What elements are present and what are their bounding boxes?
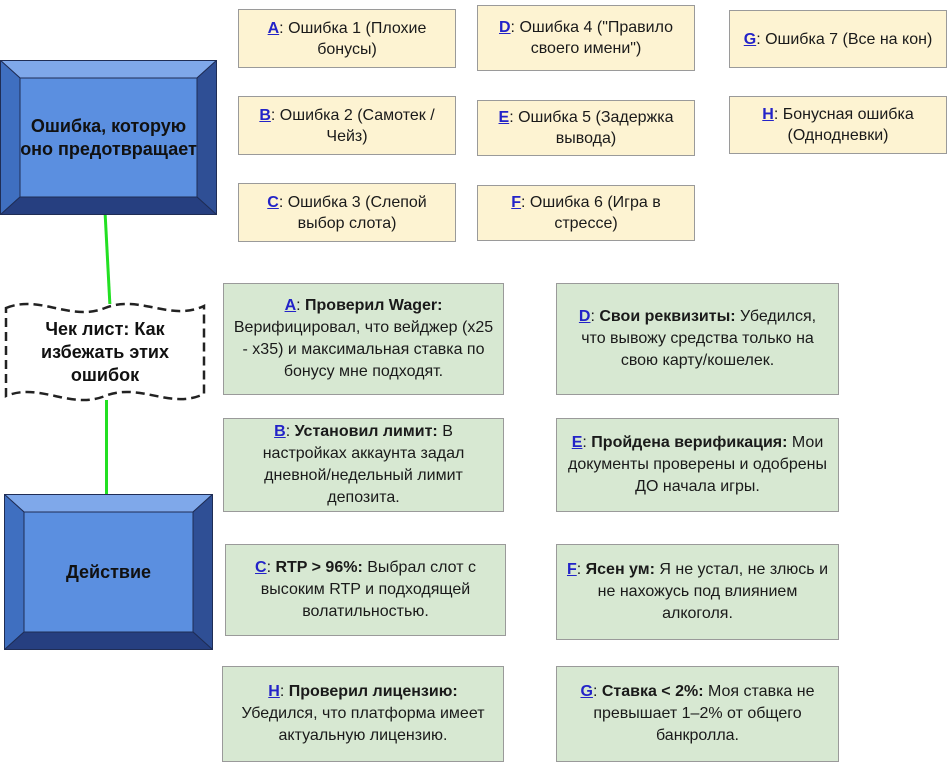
mistake-text: Ошибка 4 ("Правило своего имени") bbox=[519, 19, 674, 57]
action-legend-box: Действие bbox=[2, 492, 215, 652]
bevel-frame-icon bbox=[0, 58, 219, 217]
check-letter: C bbox=[255, 559, 267, 576]
mistake-box-g: G: Ошибка 7 (Все на кон) bbox=[729, 10, 947, 68]
mistake-box-f: F: Ошибка 6 (Игра в стрессе) bbox=[477, 185, 695, 241]
mistake-box-d: D: Ошибка 4 ("Правило своего имени") bbox=[477, 5, 695, 71]
mistake-box-a: A: Ошибка 1 (Плохие бонусы) bbox=[238, 9, 456, 68]
mistake-letter: A bbox=[267, 19, 280, 37]
mistake-box-e: E: Ошибка 5 (Задержка вывода) bbox=[477, 100, 695, 156]
mistake-text: Бонусная ошибка (Однодневки) bbox=[782, 106, 914, 144]
mistake-box-h: H: Бонусная ошибка (Однодневки) bbox=[729, 96, 947, 154]
check-box-d: D: Свои реквизиты: Убедился, что вывожу … bbox=[556, 283, 839, 395]
check-text: Выбрал слот с высоким RTP и подходящей в… bbox=[260, 559, 476, 620]
action-legend-label: Действие bbox=[65, 561, 152, 582]
check-letter: G bbox=[580, 683, 593, 700]
check-title: Свои реквизиты: bbox=[599, 308, 736, 325]
check-text: В настройках аккаунта задал дневной/неде… bbox=[262, 423, 465, 506]
mistake-legend-box: Ошибка, которую оно предотвращает bbox=[0, 58, 219, 217]
checklist-label: Чек лист: Как избежать этих ошибок bbox=[41, 318, 169, 385]
mistake-letter: F bbox=[511, 194, 522, 211]
mistake-box-b: B: Ошибка 2 (Самотек / Чейз) bbox=[238, 96, 456, 155]
check-title: Ставка < 2%: bbox=[601, 683, 704, 700]
check-text: Убедился, что вывожу средства только на … bbox=[581, 308, 817, 369]
mistake-letter: E bbox=[498, 109, 510, 126]
mistake-text: Ошибка 6 (Игра в стрессе) bbox=[529, 194, 661, 232]
check-box-h: H: Проверил лицензию: Убедился, что плат… bbox=[222, 666, 504, 762]
check-title: RTP > 96%: bbox=[275, 559, 363, 576]
connector-line-bottom bbox=[105, 400, 108, 496]
bevel-frame-icon bbox=[2, 492, 215, 652]
mistake-text: Ошибка 1 (Плохие бонусы) bbox=[288, 19, 427, 58]
mistake-text: Ошибка 3 (Слепой выбор слота) bbox=[287, 193, 427, 232]
wavy-banner-icon bbox=[4, 302, 206, 402]
mistake-letter: C bbox=[267, 193, 279, 211]
check-letter: D bbox=[578, 308, 591, 325]
check-title: Ясен ум: bbox=[585, 561, 655, 578]
check-title: Проверил Wager: bbox=[305, 297, 443, 314]
check-box-c: C: RTP > 96%: Выбрал слот с высоким RTP … bbox=[225, 544, 506, 636]
check-text: Я не устал, не злюсь и не нахожусь под в… bbox=[597, 561, 829, 622]
check-letter: A bbox=[284, 297, 297, 314]
check-text: Мои документы проверены и одобрены ДО на… bbox=[568, 434, 827, 495]
check-title: Установил лимит: bbox=[294, 423, 438, 440]
check-letter: H bbox=[268, 683, 280, 700]
check-text: Убедился, что платформа имеет актуальную… bbox=[241, 705, 485, 744]
check-box-f: F: Ясен ум: Я не устал, не злюсь и не на… bbox=[556, 544, 839, 640]
connector-line-top bbox=[103, 214, 112, 304]
check-box-b: B: Установил лимит: В настройках аккаунт… bbox=[223, 418, 504, 512]
mistake-text: Ошибка 5 (Задержка вывода) bbox=[518, 109, 674, 147]
mistake-letter: D bbox=[498, 19, 511, 36]
mistake-letter: B bbox=[259, 106, 271, 124]
mistake-text: Ошибка 2 (Самотек / Чейз) bbox=[279, 106, 435, 145]
mistake-letter: H bbox=[762, 106, 774, 123]
check-text: Верифицировал, что вейджер (x25 - x35) и… bbox=[233, 319, 494, 380]
check-title: Проверил лицензию: bbox=[288, 683, 458, 700]
mistake-legend-label: Ошибка, которую оно предотвращает bbox=[20, 115, 197, 159]
mistake-letter: G bbox=[743, 30, 757, 48]
check-box-a: A: Проверил Wager: Верифицировал, что ве… bbox=[223, 283, 504, 395]
check-box-e: E: Пройдена верификация: Мои документы п… bbox=[556, 418, 839, 512]
check-title: Пройдена верификация: bbox=[591, 434, 788, 451]
check-letter: B bbox=[274, 423, 286, 440]
mistake-text: Ошибка 7 (Все на кон) bbox=[765, 30, 933, 48]
check-letter: E bbox=[571, 434, 583, 451]
check-letter: F bbox=[566, 561, 577, 578]
mistake-box-c: C: Ошибка 3 (Слепой выбор слота) bbox=[238, 183, 456, 242]
check-box-g: G: Ставка < 2%: Моя ставка не превышает … bbox=[556, 666, 839, 762]
check-text: Моя ставка не превышает 1–2% от общего б… bbox=[593, 683, 815, 744]
checklist-banner: Чек лист: Как избежать этих ошибок bbox=[0, 296, 210, 408]
